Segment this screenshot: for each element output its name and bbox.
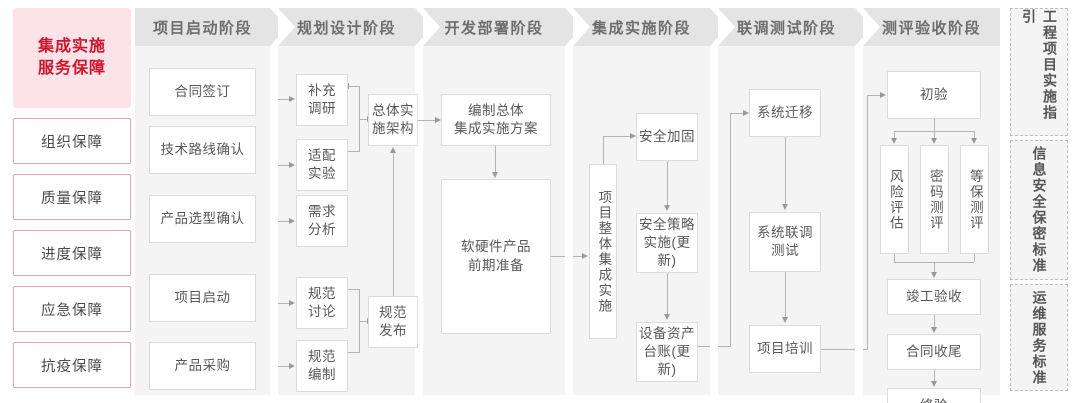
node-supplementary-research[interactable]: 补充调研 (296, 74, 348, 126)
node-adaptation-test[interactable]: 适配实验 (296, 139, 348, 191)
node-mlps-evaluation[interactable]: 等保测评 (960, 145, 989, 254)
chevron-notch-icon (573, 8, 590, 46)
node-spec-drafting[interactable]: 规范编制 (296, 340, 348, 392)
phase-header-evaluation-acceptance: 测评验收阶段 (863, 8, 1000, 46)
phase-header-development-deployment: 开发部署阶段 (423, 8, 582, 46)
standard-operations-maintenance-service[interactable]: 运维服务标准 (1010, 284, 1068, 391)
node-system-joint-debug-test[interactable]: 系统联调测试 (749, 212, 821, 272)
node-product-selection[interactable]: 产品选型确认 (149, 195, 256, 243)
phase-header-joint-testing: 联调测试阶段 (718, 8, 872, 46)
node-security-hardening[interactable]: 安全加固 (636, 113, 698, 161)
node-overall-integration-plan[interactable]: 编制总体集成实施方案 (441, 94, 551, 146)
phase-body-integration-implementation: 项目整体集成实施 安全加固 安全策略实施(更新) 设备资产台账(更新) (573, 46, 710, 395)
node-system-migration[interactable]: 系统迁移 (749, 89, 821, 137)
phase-body-evaluation-acceptance: 初验 风险评估 密码测评 等保测评 竣工验收 合同收尾 (863, 46, 1000, 403)
node-risk-assessment[interactable]: 风险评估 (880, 145, 909, 254)
node-requirement-analysis[interactable]: 需求分析 (296, 195, 348, 247)
chevron-notch-icon (863, 8, 880, 46)
node-overall-project-integration[interactable]: 项目整体集成实施 (589, 164, 617, 339)
node-preliminary-acceptance[interactable]: 初验 (887, 71, 981, 119)
phase-header-integration-implementation: 集成实施阶段 (573, 8, 727, 46)
phase-title: 开发部署阶段 (444, 19, 544, 37)
node-cryptography-evaluation[interactable]: 密码测评 (920, 145, 949, 254)
node-spec-discussion[interactable]: 规范讨论 (296, 277, 348, 329)
phase-column-evaluation-acceptance: 测评验收阶段 初验 风险评估 密码测评 等保测评 (863, 8, 1000, 403)
assurance-item-progress[interactable]: 进度保障 (13, 230, 131, 276)
assurance-panel: 集成实施 服务保障 组织保障 质量保障 进度保障 应急保障 抗疫保障 (13, 8, 131, 395)
chevron-notch-icon (423, 8, 440, 46)
assurance-item-epidemic[interactable]: 抗疫保障 (13, 342, 131, 388)
node-completion-acceptance[interactable]: 竣工验收 (887, 279, 981, 315)
phase-header-planning-design: 规划设计阶段 (278, 8, 432, 46)
standard-information-security-confidentiality[interactable]: 信息安全保密标准 (1010, 140, 1068, 280)
phase-body-planning-design: 补充调研 适配实验 需求分析 规范讨论 规范编制 总体实施架构 (278, 46, 430, 395)
node-equipment-asset-ledger[interactable]: 设备资产台账(更新) (636, 322, 698, 382)
assurance-title-line2: 服务保障 (37, 60, 106, 77)
assurance-item-organization[interactable]: 组织保障 (13, 118, 131, 164)
node-project-kickoff[interactable]: 项目启动 (149, 274, 256, 322)
phase-body-project-initiation: 合同签订 技术路线确认 产品选型确认 项目启动 产品采购 (135, 46, 270, 395)
phase-title: 联调测试阶段 (736, 19, 836, 37)
assurance-title-line1: 集成实施 (37, 38, 106, 56)
phase-title: 项目启动阶段 (152, 19, 252, 37)
node-security-policy-implementation[interactable]: 安全策略实施(更新) (636, 213, 698, 273)
assurance-item-emergency[interactable]: 应急保障 (13, 286, 131, 332)
node-final-acceptance[interactable]: 终验 (887, 388, 981, 403)
phase-column-project-initiation: 项目启动阶段 合同签订 技术路线确认 产品选型确认 项目启动 产品采购 (135, 8, 287, 395)
assurance-panel-title: 集成实施 服务保障 (13, 8, 131, 108)
node-product-procurement[interactable]: 产品采购 (149, 342, 256, 390)
phase-body-joint-testing: 系统迁移 系统联调测试 项目培训 (718, 46, 855, 395)
node-tech-route-confirm[interactable]: 技术路线确认 (149, 126, 256, 174)
phase-column-integration-implementation: 集成实施阶段 项目整体集成实施 安全加固 安全策略实施(更新) 设备资产台账(更… (573, 8, 727, 395)
node-hardware-software-preparation[interactable]: 软硬件产品前期准备 (441, 179, 551, 334)
phase-title: 集成实施阶段 (591, 19, 691, 37)
phase-title: 规划设计阶段 (296, 19, 396, 37)
phase-column-development-deployment: 开发部署阶段 编制总体集成实施方案 软硬件产品前期准备 (423, 8, 582, 395)
phase-body-development-deployment: 编制总体集成实施方案 软硬件产品前期准备 (423, 46, 565, 395)
phase-column-joint-testing: 联调测试阶段 系统迁移 系统联调测试 项目培训 (718, 8, 872, 395)
phase-title: 测评验收阶段 (881, 19, 981, 37)
node-project-training[interactable]: 项目培训 (749, 325, 821, 373)
phase-column-planning-design: 规划设计阶段 补充调研 适配实验 需求分析 规范讨论 规范 (278, 8, 432, 395)
standards-panel: 工程项目实施指引 信息安全保密标准 运维服务标准 (1010, 8, 1068, 395)
node-contract-signing[interactable]: 合同签订 (149, 68, 256, 116)
chevron-notch-icon (278, 8, 295, 46)
node-spec-release[interactable]: 规范发布 (368, 296, 418, 348)
node-contract-closure[interactable]: 合同收尾 (887, 334, 981, 370)
assurance-item-quality[interactable]: 质量保障 (13, 174, 131, 220)
standard-engineering-project-implementation-guideline[interactable]: 工程项目实施指引 (1010, 8, 1068, 136)
node-overall-implementation-architecture[interactable]: 总体实施架构 (368, 94, 418, 146)
phase-header-project-initiation: 项目启动阶段 (135, 8, 287, 46)
chevron-notch-icon (718, 8, 735, 46)
